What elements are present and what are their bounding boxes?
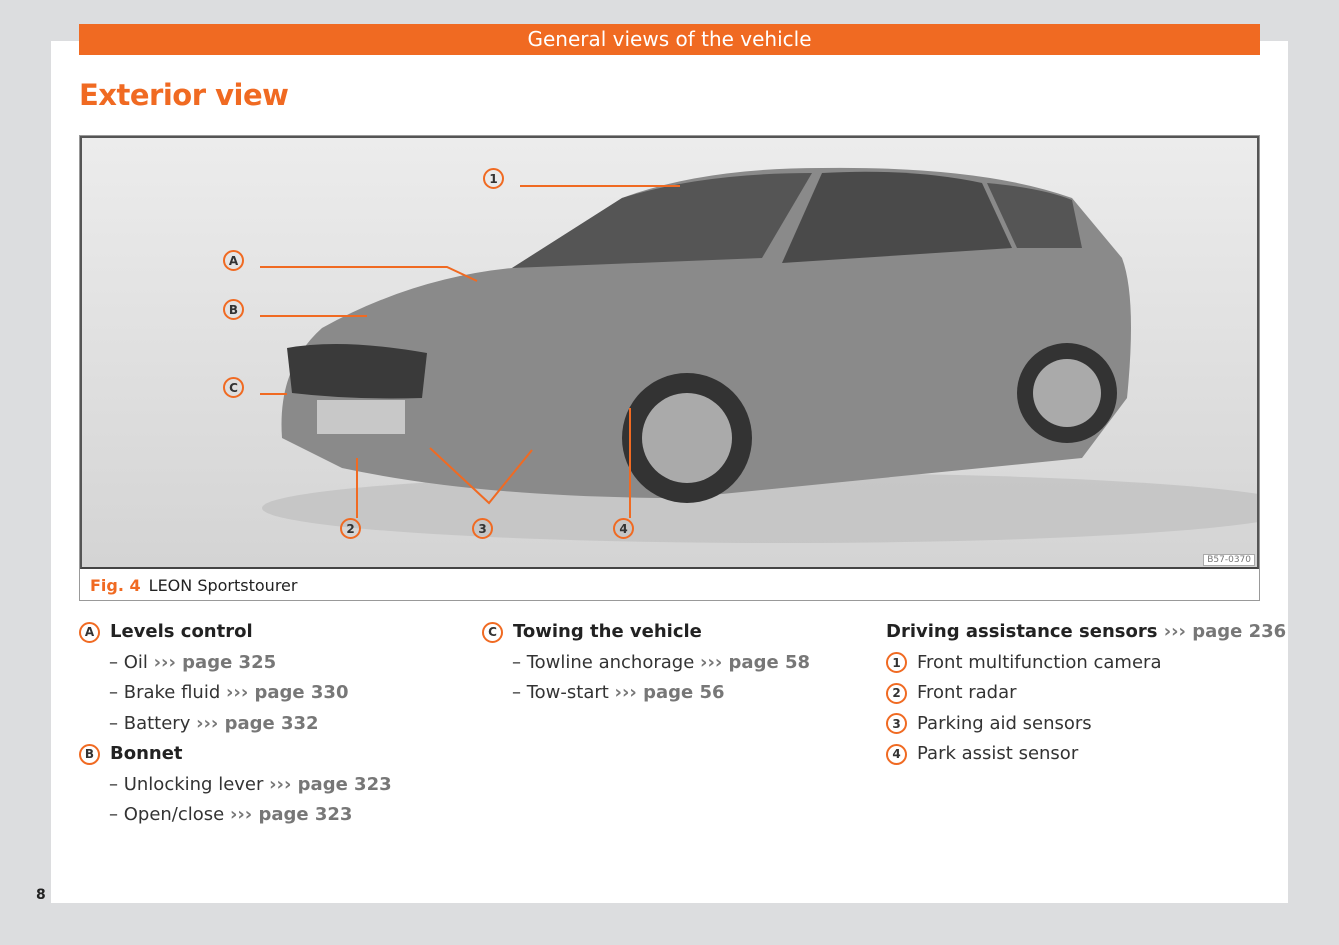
section-heading-a: A Levels control (79, 617, 392, 648)
page-link[interactable]: ››› page 236 (1163, 621, 1287, 642)
page-link[interactable]: ››› page 58 (700, 651, 810, 673)
figure-caption: Fig. 4 LEON Sportstourer (90, 576, 297, 595)
badge-4: 4 (886, 743, 907, 765)
column-a-b: A Levels control – Oil ››› page 325 – Bra… (79, 617, 392, 831)
badge-2: 2 (886, 682, 907, 704)
page-link[interactable]: ››› page 323 (229, 804, 353, 825)
item-text: – Towline anchorage (512, 651, 695, 673)
heading-text: Levels control (110, 621, 253, 642)
page-link[interactable]: ››› page 332 (196, 712, 319, 734)
section-heading-c: C Towing the vehicle (482, 617, 810, 648)
list-item: – Open/close ››› page 323 (79, 800, 392, 831)
badge-c: C (482, 621, 503, 643)
car-illustration: 1 A B C 2 3 4 B57-0370 (80, 136, 1302, 569)
page-link[interactable]: ››› page 325 (153, 651, 277, 673)
callout-1: 1 (483, 168, 504, 189)
car-image (260, 167, 1302, 543)
item-text: Front multifunction camera (917, 651, 1162, 673)
list-item: – Towline anchorage ››› page 58 (482, 648, 810, 679)
section-heading-sensors: Driving assistance sensors ››› page 236 (886, 617, 1286, 648)
badge-b: B (79, 743, 100, 765)
callout-2: 2 (340, 518, 361, 539)
callout-c: C (223, 377, 244, 398)
list-item: – Tow-start ››› page 56 (482, 678, 810, 709)
list-item: 1 Front multifunction camera (886, 648, 1286, 679)
column-c: C Towing the vehicle – Towline anchorage … (482, 617, 810, 709)
heading-text: Towing the vehicle (513, 621, 702, 642)
item-text: Front radar (917, 682, 1017, 703)
page-link[interactable]: ››› page 323 (269, 773, 392, 795)
badge-1: 1 (886, 652, 907, 674)
callout-a: A (223, 250, 244, 271)
item-text: Parking aid sensors (917, 712, 1092, 734)
callout-3: 3 (472, 518, 493, 539)
list-item: 2 Front radar (886, 678, 1286, 709)
list-item: – Oil ››› page 325 (79, 648, 392, 679)
item-text: – Tow-start (512, 682, 609, 703)
list-item: 4 Park assist sensor (886, 739, 1286, 770)
item-text: Park assist sensor (917, 743, 1079, 764)
item-text: – Battery (109, 712, 191, 734)
callout-4: 4 (613, 518, 634, 539)
page-number: 8 (36, 887, 46, 903)
figure-caption-text: LEON Sportstourer (148, 576, 298, 595)
column-sensors: Driving assistance sensors ››› page 236 … (886, 617, 1286, 770)
section-heading-b: B Bonnet (79, 739, 392, 770)
item-text: – Open/close (109, 804, 225, 825)
page-title: Exterior view (79, 78, 289, 112)
item-text: – Oil (109, 651, 148, 673)
badge-3: 3 (886, 713, 907, 735)
callout-b: B (223, 299, 244, 320)
figure-label: Fig. 4 (90, 576, 141, 595)
list-item: – Unlocking lever ››› page 323 (79, 770, 392, 801)
figure-code: B57-0370 (1203, 554, 1255, 566)
badge-a: A (79, 621, 100, 643)
item-text: – Brake fluid (109, 682, 221, 703)
heading-text: Bonnet (110, 743, 183, 764)
list-item: – Battery ››› page 332 (79, 709, 392, 740)
figure: 1 A B C 2 3 4 B57-0370 Fig. 4 LEON Sports… (79, 135, 1302, 601)
item-text: – Unlocking lever (109, 773, 264, 795)
page-link[interactable]: ››› page 56 (614, 682, 725, 703)
page-link[interactable]: ››› page 330 (226, 682, 349, 703)
list-item: 3 Parking aid sensors (886, 709, 1286, 740)
heading-text: Driving assistance sensors (886, 621, 1158, 642)
list-item: – Brake fluid ››› page 330 (79, 678, 392, 709)
section-banner: General views of the vehicle (79, 24, 1260, 55)
